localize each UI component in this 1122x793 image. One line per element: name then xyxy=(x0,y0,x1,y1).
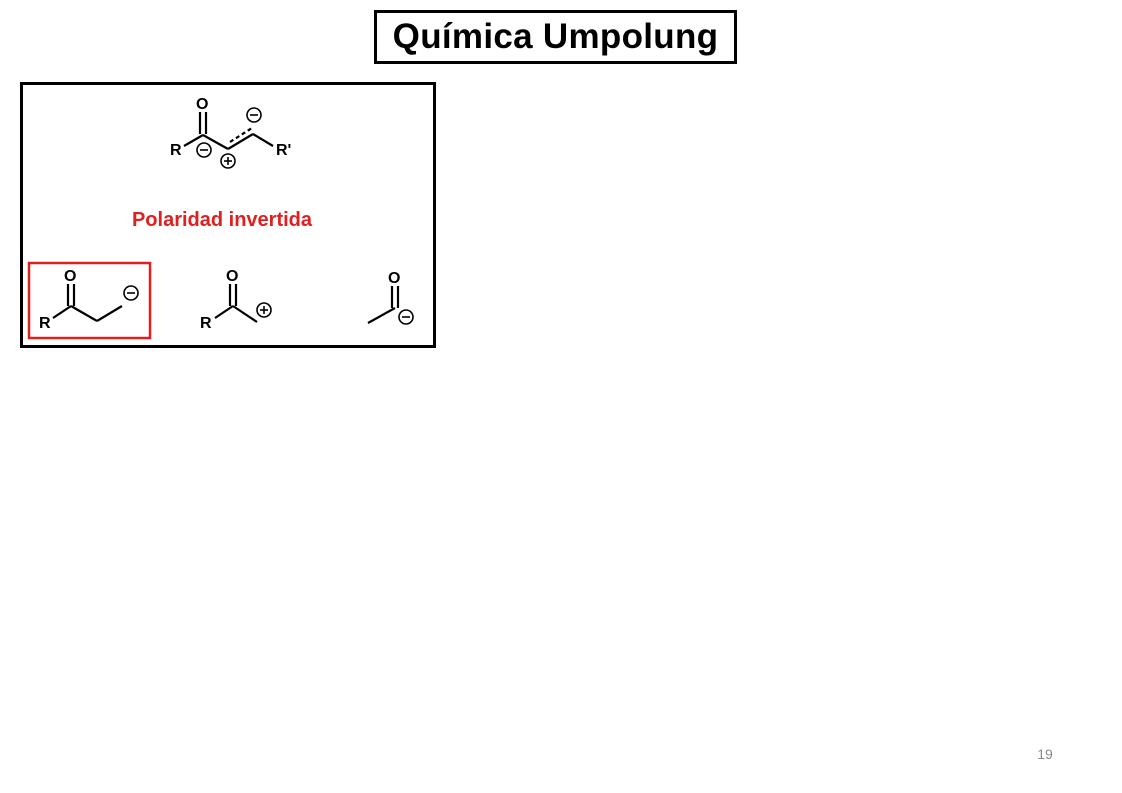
bond-ch2-ch xyxy=(96,305,123,322)
atom-oxygen: O xyxy=(226,268,238,285)
bond-r-c xyxy=(183,134,204,147)
highlight-box xyxy=(27,261,152,340)
bond-calpha-cbeta-dashed xyxy=(229,127,253,143)
acyl-anion-structure: O R xyxy=(39,268,139,332)
bond-r-c xyxy=(52,305,72,319)
bond-c-ch2 xyxy=(70,305,98,322)
bond-r-c xyxy=(214,305,234,319)
plus-charge-icon xyxy=(256,302,272,318)
slide-title: Química Umpolung xyxy=(392,17,719,56)
bond-me-c xyxy=(367,307,396,324)
acyl-cation-structure: O R xyxy=(200,268,272,332)
bond-calpha-cbeta xyxy=(227,133,254,150)
atom-r: R xyxy=(200,315,212,332)
atom-oxygen-top: O xyxy=(196,96,208,113)
atom-r: R xyxy=(39,315,51,332)
diagram-caption: Polaridad invertida xyxy=(132,209,313,231)
plus-charge-icon xyxy=(220,153,236,169)
figure-frame xyxy=(20,82,436,348)
atom-oxygen: O xyxy=(64,268,76,285)
bond-c-ch2 xyxy=(232,305,258,323)
page-number: 19 xyxy=(1037,746,1053,762)
bond-cbeta-rprime xyxy=(252,133,274,147)
minus-charge-icon xyxy=(123,285,139,301)
minus-charge-icon xyxy=(398,309,414,325)
minus-charge-icon xyxy=(246,107,262,123)
bond-c-calpha xyxy=(202,134,229,150)
top-enone-structure: O R R' xyxy=(170,96,291,169)
carbonyl-anion-structure: O xyxy=(367,270,414,325)
atom-rprime-top: R' xyxy=(276,142,291,159)
atom-oxygen: O xyxy=(388,270,400,287)
atom-r-top: R xyxy=(170,142,182,159)
title-box: Química Umpolung xyxy=(374,10,737,64)
minus-charge-icon xyxy=(196,142,212,158)
